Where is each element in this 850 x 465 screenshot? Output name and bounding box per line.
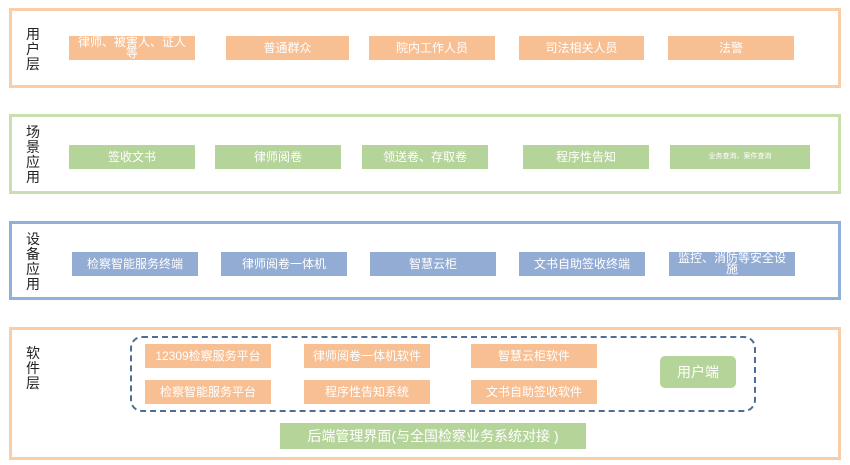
software-item-doc-sign-software: 文书自助签收软件 bbox=[471, 380, 597, 404]
software-item-review-machine-software: 律师阅卷一体机软件 bbox=[304, 344, 430, 368]
user-layer: 用户层 律师、被害人、证人等 普通群众 院内工作人员 司法相关人员 法警 bbox=[9, 8, 841, 88]
user-item-bailiff: 法警 bbox=[668, 36, 794, 60]
software-user-client: 用户端 bbox=[660, 356, 736, 388]
user-layer-label: 用户层 bbox=[26, 26, 40, 72]
software-backend-management: 后端管理界面(与全国检察业务系统对接 ) bbox=[280, 423, 586, 449]
software-item-smart-service-platform: 检察智能服务平台 bbox=[145, 380, 271, 404]
scene-item-procedural-notice: 程序性告知 bbox=[523, 145, 649, 169]
scene-layer-label: 场景应用 bbox=[26, 124, 40, 185]
device-item-doc-sign-terminal: 文书自助签收终端 bbox=[519, 252, 645, 276]
software-layer-label: 软件层 bbox=[26, 345, 40, 391]
user-item-public: 普通群众 bbox=[226, 36, 349, 60]
device-item-review-machine: 律师阅卷一体机 bbox=[221, 252, 347, 276]
device-layer-label: 设备应用 bbox=[26, 231, 40, 292]
device-layer: 设备应用 检察智能服务终端 律师阅卷一体机 智慧云柜 文书自助签收终端 监控、消… bbox=[9, 221, 841, 300]
scene-layer: 场景应用 签收文书 律师阅卷 领送卷、存取卷 程序性告知 业务查询、案件查询 bbox=[9, 114, 841, 194]
user-item-internal-staff: 院内工作人员 bbox=[369, 36, 495, 60]
software-layer: 软件层 12309检察服务平台 律师阅卷一体机软件 智慧云柜软件 检察智能服务平… bbox=[9, 327, 841, 460]
user-item-judicial-personnel: 司法相关人员 bbox=[519, 36, 644, 60]
device-item-service-terminal: 检察智能服务终端 bbox=[72, 252, 198, 276]
device-item-smart-cabinet: 智慧云柜 bbox=[370, 252, 496, 276]
software-item-procedural-notice-system: 程序性告知系统 bbox=[304, 380, 430, 404]
scene-item-sign-documents: 签收文书 bbox=[69, 145, 195, 169]
software-group-dashed-border bbox=[130, 336, 756, 412]
scene-item-lawyer-review: 律师阅卷 bbox=[215, 145, 341, 169]
scene-item-business-query: 业务查询、案件查询 bbox=[670, 145, 810, 169]
user-item-lawyer-victim-witness: 律师、被害人、证人等 bbox=[69, 36, 195, 60]
device-item-security-facilities: 监控、消防等安全设施 bbox=[669, 252, 795, 276]
software-item-12309-platform: 12309检察服务平台 bbox=[145, 344, 271, 368]
scene-item-file-delivery: 领送卷、存取卷 bbox=[362, 145, 488, 169]
software-item-smart-cabinet-software: 智慧云柜软件 bbox=[471, 344, 597, 368]
